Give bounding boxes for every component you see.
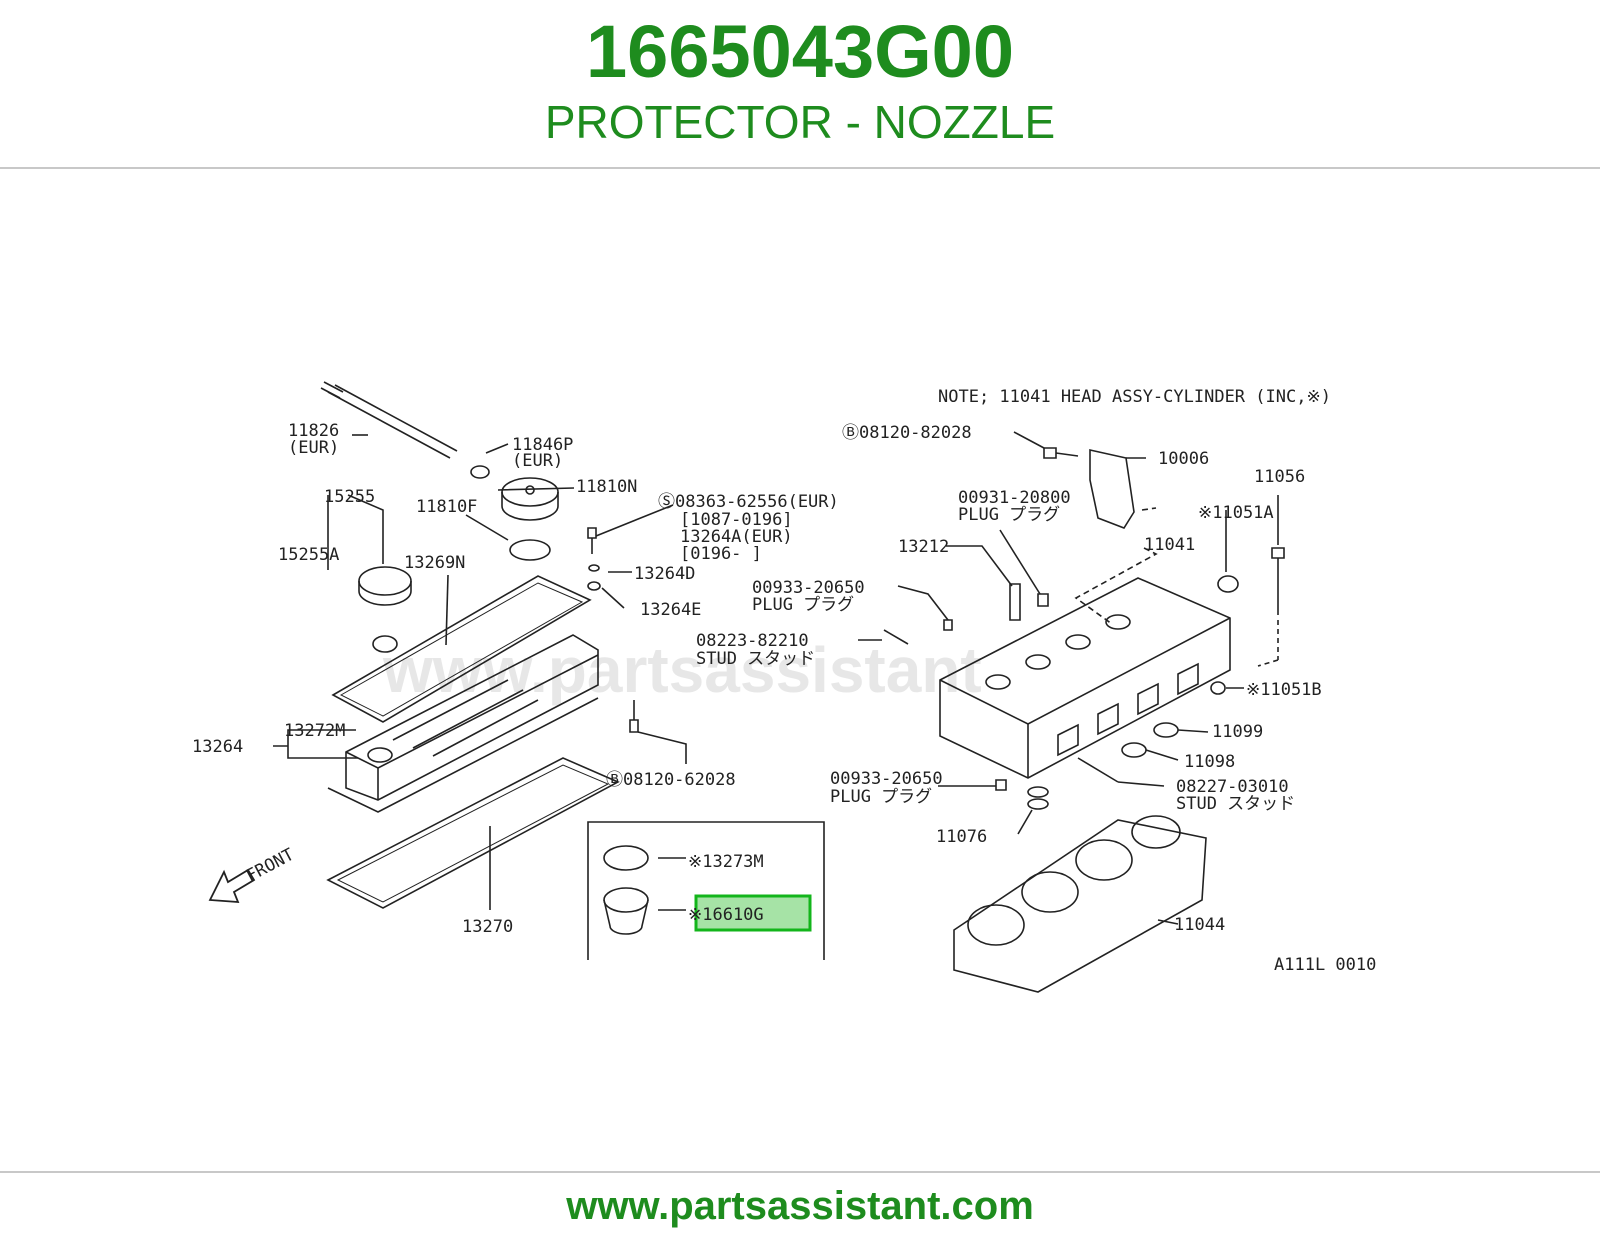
washer-13264e xyxy=(587,581,601,591)
header-divider xyxy=(0,167,1600,169)
label-16610g[interactable]: ※16610G xyxy=(688,905,764,925)
rocker-gasket-upper xyxy=(331,575,592,723)
label-11826: 11826 xyxy=(288,421,339,441)
label-00933-lower: 00933-20650 xyxy=(830,769,943,789)
stud-08223 xyxy=(883,629,909,645)
stud-08227 xyxy=(1077,757,1119,783)
label-13264: 13264 xyxy=(192,737,243,757)
label-13270: 13270 xyxy=(462,917,513,937)
label-11051a: ※11051A xyxy=(1198,503,1274,523)
head-gasket-11044 xyxy=(953,815,1207,993)
label-11846p: 11846P xyxy=(512,435,573,455)
nozzle-protector-16610g xyxy=(603,887,649,935)
label-00933-upper: 00933-20650 xyxy=(752,578,865,598)
label-11099: 11099 xyxy=(1212,722,1263,742)
label-11076: 11076 xyxy=(936,827,987,847)
label-11846p-eur: (EUR) xyxy=(512,451,563,471)
label-13212: 13212 xyxy=(898,537,949,557)
label-13269n: 13269N xyxy=(404,553,465,573)
seal-11098 xyxy=(1121,742,1147,758)
label-08363: Ⓢ08363-62556(EUR) xyxy=(658,492,839,512)
label-11056: 11056 xyxy=(1254,467,1305,487)
highlighted-part-box[interactable] xyxy=(694,894,812,932)
filler-cap-gasket xyxy=(509,539,551,561)
label-13273m: ※13273M xyxy=(688,852,764,872)
bolt-08120-82028 xyxy=(1043,447,1079,459)
head-bolt-11056 xyxy=(1271,547,1285,615)
part-number-title: 1665043G00 xyxy=(586,10,1014,93)
front-label: FRONT xyxy=(243,845,298,887)
nozzle-washer xyxy=(470,465,490,479)
rocker-gasket-lower xyxy=(326,757,620,909)
parts-diagram: www.partsassistant xyxy=(192,381,1376,993)
label-10006: 10006 xyxy=(1158,449,1209,469)
plug-00933-lower xyxy=(995,779,1007,791)
footer-url[interactable]: www.partsassistant.com xyxy=(566,1184,1034,1228)
label-00931: 00931-20800 xyxy=(958,488,1071,508)
label-13264e: 13264E xyxy=(640,600,701,620)
footer-divider xyxy=(0,1171,1600,1173)
label-13272m: 13272M xyxy=(284,721,345,741)
spring-11076 xyxy=(1027,786,1049,810)
label-08227-stud: STUD スタッド xyxy=(1176,794,1295,814)
bracket-10006 xyxy=(1089,449,1135,529)
front-arrow xyxy=(208,868,256,904)
note-text: NOTE; 11041 HEAD ASSY-CYLINDER (INC,※) xyxy=(938,387,1331,407)
label-08227: 08227-03010 xyxy=(1176,777,1289,797)
label-13264a: 13264A(EUR) xyxy=(680,527,793,547)
seal-11099 xyxy=(1153,722,1179,738)
part-name-subtitle: PROTECTOR - NOZZLE xyxy=(544,96,1056,148)
injector-nozzle xyxy=(320,381,458,459)
label-08363-range2: [0196- ] xyxy=(680,544,762,564)
diagram-labels: NOTE; 11041 HEAD ASSY-CYLINDER (INC,※) 1… xyxy=(192,387,1376,975)
label-08120-62028: Ⓑ08120-62028 xyxy=(606,770,736,790)
screw-08363 xyxy=(587,527,597,554)
plug-00931 xyxy=(1037,593,1049,607)
cylinder-head xyxy=(939,577,1231,779)
label-08363-range1: [1087-0196] xyxy=(680,510,793,530)
label-11044: 11044 xyxy=(1174,915,1225,935)
oil-cap-15255 xyxy=(358,566,412,606)
washer-13264d xyxy=(588,564,600,572)
plug-00933-upper xyxy=(943,619,953,631)
label-15255a: 15255A xyxy=(278,545,339,565)
label-15255: 15255 xyxy=(324,487,375,507)
label-11810f: 11810F xyxy=(416,497,477,517)
oil-cap-seal xyxy=(372,635,398,653)
label-00933-upper-plug: PLUG プラグ xyxy=(752,595,854,615)
label-08223: 08223-82210 xyxy=(696,631,809,651)
oil-filler-cap xyxy=(501,477,559,521)
label-13264d: 13264D xyxy=(634,564,695,584)
figure-code: A111L 0010 xyxy=(1274,955,1376,975)
guide-13212 xyxy=(1009,583,1021,621)
label-11810n: 11810N xyxy=(576,477,637,497)
label-11051b: ※11051B xyxy=(1246,680,1322,700)
label-11826-eur: (EUR) xyxy=(288,438,339,458)
label-11098: 11098 xyxy=(1184,752,1235,772)
label-08223-stud: STUD スタッド xyxy=(696,649,815,669)
label-00933-lower-plug: PLUG プラグ xyxy=(830,787,932,807)
plug-11051b xyxy=(1210,681,1226,695)
label-08120-82028: Ⓑ08120-82028 xyxy=(842,423,972,443)
label-00931-plug: PLUG プラグ xyxy=(958,505,1060,525)
seal-13273m xyxy=(603,845,649,871)
label-11041: 11041 xyxy=(1144,535,1195,555)
cap-11051a xyxy=(1217,575,1239,593)
inset-frame xyxy=(587,821,825,960)
